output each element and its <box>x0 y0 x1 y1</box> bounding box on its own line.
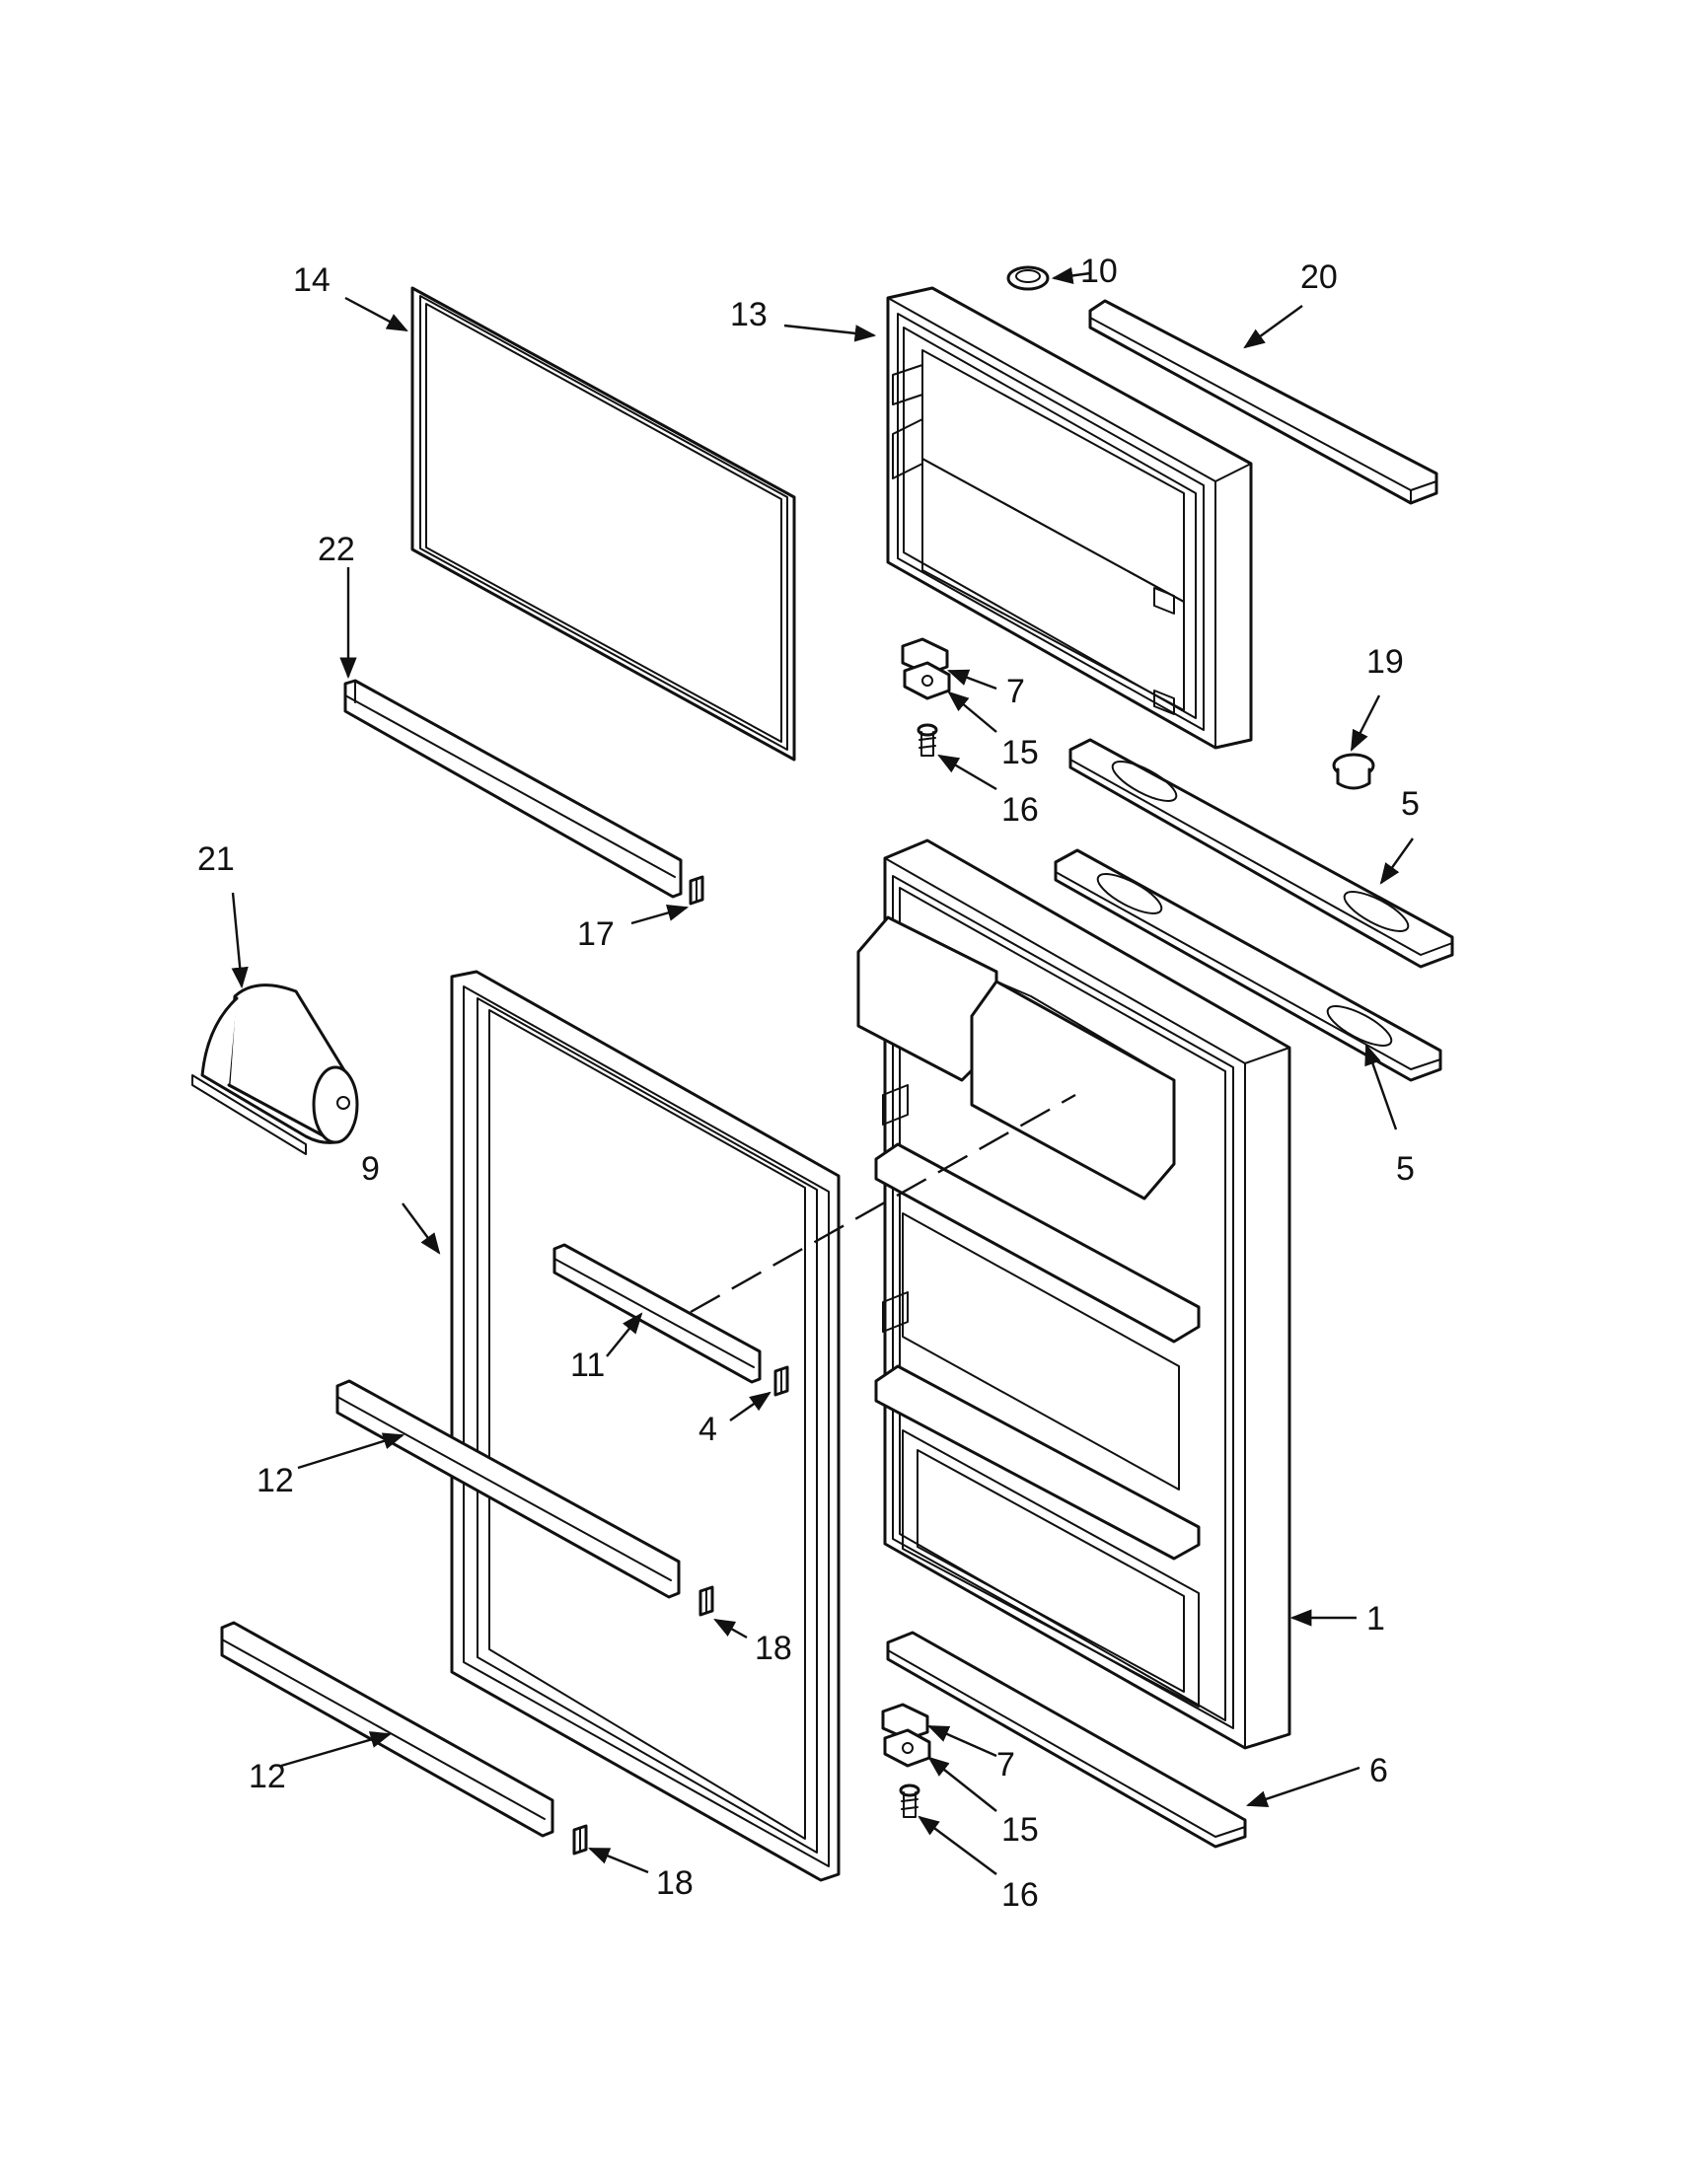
callout-11: 11 <box>570 1347 605 1384</box>
callout-12a: 12 <box>257 1462 294 1499</box>
callout-4: 4 <box>698 1411 717 1448</box>
fresh-food-gasket-part-9 <box>450 970 841 1882</box>
freezer-door-part-13 <box>886 286 1253 750</box>
callout-5b: 5 <box>1396 1150 1415 1188</box>
trim-strip-part-11 <box>552 1243 762 1384</box>
callout-17: 17 <box>577 915 615 953</box>
hinge-part-7-lower <box>881 1703 931 1768</box>
callout-7b: 7 <box>996 1746 1015 1784</box>
screw-part-16-lower <box>899 1784 920 1818</box>
dairy-compartment-part-21 <box>191 983 359 1155</box>
trim-strip-part-12-upper <box>335 1379 681 1599</box>
callout-20: 20 <box>1300 258 1338 296</box>
fresh-food-door-part-1 <box>856 838 1291 1750</box>
button-plug-part-19 <box>1332 753 1375 790</box>
callout-19: 19 <box>1366 643 1404 681</box>
leader-lines <box>231 266 1414 1875</box>
clip-part-17 <box>689 875 704 906</box>
callout-22: 22 <box>318 531 355 568</box>
callout-5a: 5 <box>1401 785 1420 823</box>
callout-18b: 18 <box>656 1864 694 1902</box>
callout-14: 14 <box>293 261 331 299</box>
callout-10: 10 <box>1080 253 1118 290</box>
clip-part-18-lower <box>572 1824 588 1856</box>
callout-labels: 1 4 5 5 6 7 7 9 10 11 12 12 13 14 15 15 … <box>197 253 1420 1914</box>
callout-13: 13 <box>730 296 768 333</box>
callout-16b: 16 <box>1001 1876 1039 1914</box>
top-trim-part-20 <box>1088 299 1438 505</box>
callout-7a: 7 <box>1006 673 1025 710</box>
freezer-gasket-part-14 <box>410 286 796 762</box>
callout-15a: 15 <box>1001 734 1039 771</box>
callout-16a: 16 <box>1001 791 1039 829</box>
clip-part-18-upper <box>698 1585 714 1617</box>
freezer-trim-strip-part-22 <box>343 679 683 899</box>
plug-part-10 <box>1006 265 1050 291</box>
hinge-part-7-upper <box>901 637 951 700</box>
callout-9: 9 <box>361 1150 380 1188</box>
callout-1: 1 <box>1366 1600 1385 1638</box>
callout-15b: 15 <box>1001 1811 1039 1849</box>
trim-strip-part-12-lower <box>220 1621 554 1838</box>
callout-21: 21 <box>197 840 235 878</box>
screw-part-16-upper <box>917 723 938 757</box>
callout-12b: 12 <box>249 1758 286 1795</box>
handle-part-5-upper <box>1068 738 1454 969</box>
bottom-trim-part-6 <box>886 1631 1247 1849</box>
clip-part-4 <box>773 1365 789 1397</box>
callout-6: 6 <box>1369 1752 1388 1789</box>
alignment-dashed-line <box>690 1093 1076 1314</box>
callout-18a: 18 <box>755 1630 792 1667</box>
handle-part-5-lower <box>1054 848 1442 1082</box>
